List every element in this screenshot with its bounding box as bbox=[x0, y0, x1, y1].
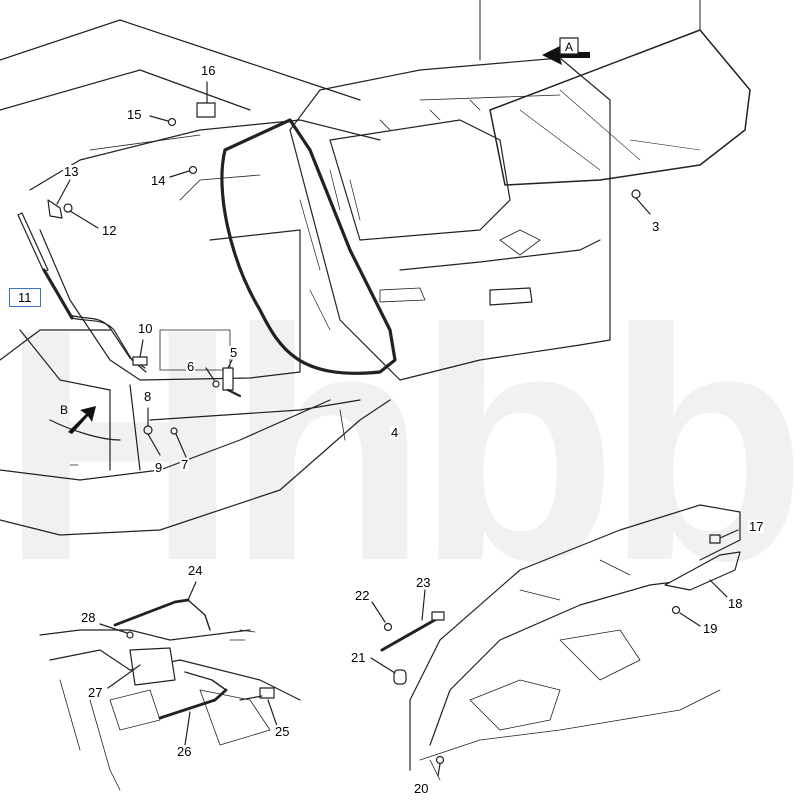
callout-22: 22 bbox=[354, 588, 371, 603]
small-parts-5-9 bbox=[143, 359, 242, 458]
callout-24: 24 bbox=[187, 563, 204, 578]
liftgate-glass bbox=[479, 0, 751, 186]
bolt-28-and-bracket-27 bbox=[99, 623, 141, 689]
callout-6: 6 bbox=[186, 359, 196, 374]
callout-21: 21 bbox=[350, 650, 367, 665]
callout-20: 20 bbox=[413, 781, 430, 796]
callout-25: 25 bbox=[274, 724, 291, 739]
inset-right-panel bbox=[409, 504, 741, 781]
callout-7: 7 bbox=[180, 457, 190, 472]
fastener-3 bbox=[631, 189, 651, 215]
weatherstrip-4 bbox=[220, 118, 397, 375]
callout-11-highlighted: 11 bbox=[9, 288, 41, 307]
view-b-letter: B bbox=[60, 403, 68, 417]
fastener-17-19-20 bbox=[435, 529, 739, 777]
callout-17: 17 bbox=[748, 519, 765, 534]
callout-14: 14 bbox=[150, 173, 167, 188]
callout-18: 18 bbox=[727, 596, 744, 611]
callout-5: 5 bbox=[229, 345, 239, 360]
callout-13: 13 bbox=[63, 164, 80, 179]
strut-23 bbox=[380, 589, 445, 652]
bolt-22 bbox=[371, 601, 393, 632]
inset-left-frame bbox=[39, 629, 301, 791]
callout-16: 16 bbox=[200, 63, 217, 78]
callout-19: 19 bbox=[702, 621, 719, 636]
view-b-arrow bbox=[68, 406, 96, 434]
connector-10 bbox=[132, 339, 148, 366]
callout-4: 4 bbox=[390, 425, 400, 440]
bracket-18 bbox=[664, 551, 741, 599]
rod-26 bbox=[158, 671, 228, 746]
vehicle-body-outline bbox=[0, 19, 391, 536]
callout-27: 27 bbox=[87, 685, 104, 700]
callout-9: 9 bbox=[154, 460, 164, 475]
callout-12: 12 bbox=[101, 223, 118, 238]
grommet-21 bbox=[370, 657, 407, 685]
callout-26: 26 bbox=[176, 744, 193, 759]
callout-10: 10 bbox=[137, 321, 154, 336]
rod-24 bbox=[113, 581, 211, 631]
view-a-letter: A bbox=[565, 40, 573, 54]
callout-8: 8 bbox=[143, 389, 153, 404]
liftgate-panel bbox=[289, 57, 611, 381]
hinge-hardware bbox=[47, 81, 216, 229]
callout-23: 23 bbox=[415, 575, 432, 590]
callout-28: 28 bbox=[80, 610, 97, 625]
clip-25 bbox=[239, 687, 278, 727]
callout-15: 15 bbox=[126, 107, 143, 122]
view-a-arrow bbox=[542, 37, 590, 65]
gas-strut-11 bbox=[17, 212, 147, 373]
callout-3: 3 bbox=[651, 219, 661, 234]
